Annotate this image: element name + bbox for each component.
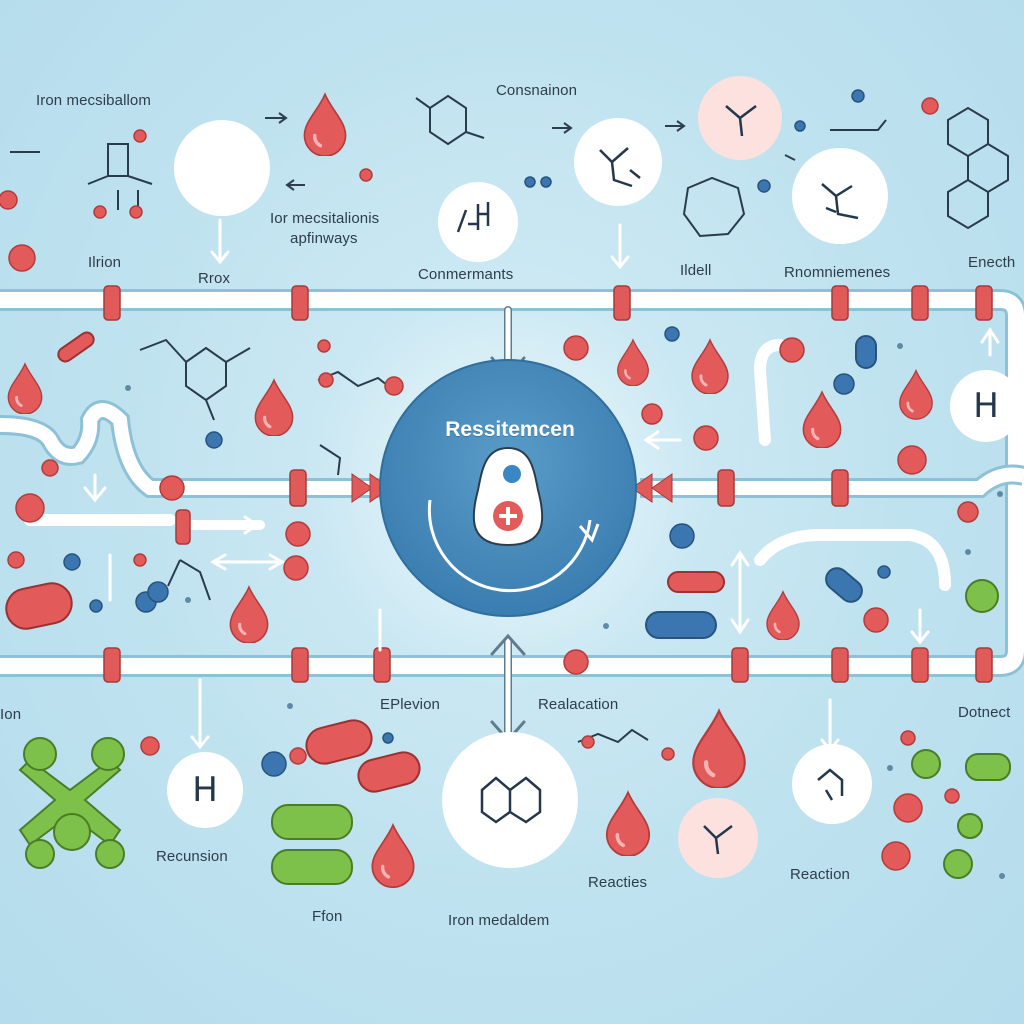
pipe-valves <box>103 285 993 683</box>
label-ffon: Ffon <box>312 908 343 925</box>
red-atoms <box>0 97 979 871</box>
line-molecules <box>10 94 1009 744</box>
h-badge-bottom-left: H <box>167 752 243 828</box>
label-eplevion: EPlevion <box>380 696 441 713</box>
label-recunsion: Recunsion <box>156 848 228 865</box>
label-realacation: Realacation <box>538 696 619 713</box>
label-ilrion: Ilrion <box>88 254 122 271</box>
h-badge-right: H <box>950 370 1022 442</box>
h-symbol: H <box>192 770 218 810</box>
flow-arrows <box>83 218 1000 753</box>
label-ior-metastalionis: Ior mecsitalionis <box>270 210 380 227</box>
label-rrox: Rrox <box>198 270 231 287</box>
label-dotnect: Dotnect <box>958 704 1011 721</box>
capsules <box>5 331 877 793</box>
label-conspaninon: Consnainon <box>496 82 578 99</box>
label-rnomniemenes: Rnomniemenes <box>784 264 891 281</box>
label-iron-metabolism: Iron mecsiballom <box>36 92 151 109</box>
label-iron-medaldem: Iron medaldem <box>448 912 550 929</box>
label-ion: Ion <box>0 706 22 723</box>
green-molecules <box>18 579 1011 885</box>
label-enecth: Enecth <box>968 254 1016 271</box>
blue-atoms <box>63 89 891 777</box>
badge-molecules <box>456 105 859 855</box>
label-reaction: Reaction <box>790 866 851 883</box>
label-conmermants: Conmermants <box>418 266 514 283</box>
label-ildell: Ildell <box>680 262 712 279</box>
sparkles <box>125 343 1005 879</box>
h-symbol: H <box>973 386 999 426</box>
pipe-loop <box>0 289 1024 677</box>
center-hub <box>379 359 637 617</box>
center-title: Ressitemcen <box>445 418 575 441</box>
label-reacties: Reacties <box>588 874 648 891</box>
label-apfinways: apfinways <box>290 230 358 247</box>
small-dark-arrows <box>265 112 796 191</box>
